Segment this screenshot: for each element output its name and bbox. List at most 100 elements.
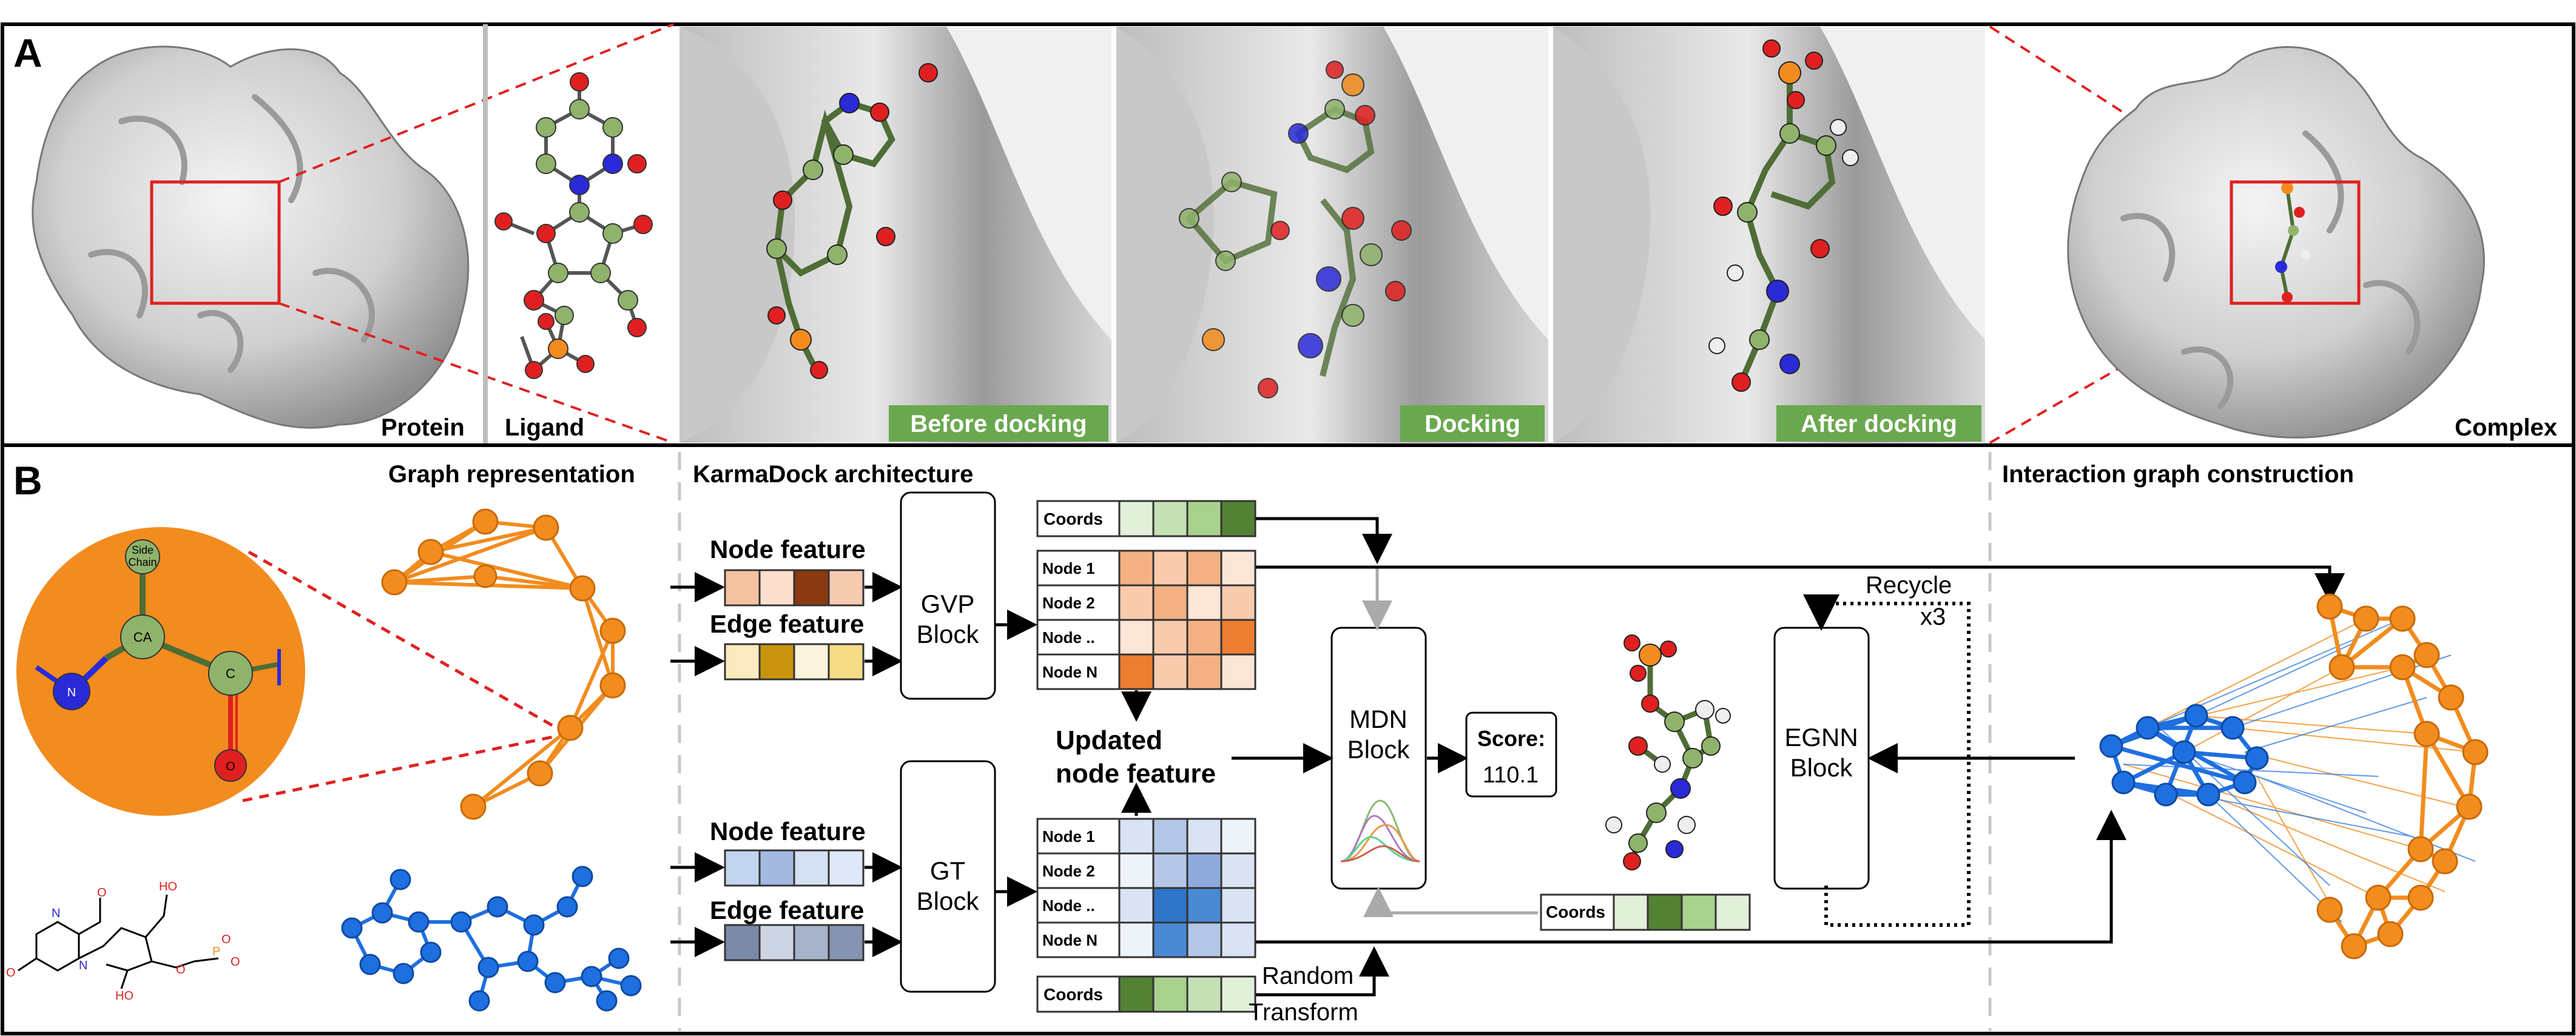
updated-node-feature-1: Updated — [1056, 725, 1162, 755]
atom-side-chain-1: Side — [132, 544, 153, 556]
score-value: 110.1 — [1483, 762, 1539, 788]
zoom-line — [278, 23, 674, 183]
updated-node-feature-2: node feature — [1056, 759, 1216, 789]
section-interaction-graph: Interaction graph construction — [2002, 461, 2354, 488]
label-docking-bg — [1400, 405, 1545, 442]
panel-a-letter: A — [13, 30, 42, 75]
random-transform-2: Transform — [1249, 999, 1358, 1026]
matrix-top-row-4: Node N — [1042, 663, 1097, 681]
panel-b-frame — [1, 443, 2575, 1035]
svg-text:N: N — [52, 907, 60, 920]
node-feature-bar-bottom — [724, 849, 865, 887]
svg-text:HO: HO — [159, 880, 177, 893]
arrow-gray — [1363, 887, 1538, 917]
egnn-block-label-1: EGNN — [1784, 723, 1858, 752]
label-complex: Complex — [2455, 414, 2557, 441]
atom-n: N — [67, 686, 76, 699]
label-after: After docking — [1801, 411, 1957, 437]
arrow — [1256, 946, 1389, 997]
svg-text:N: N — [79, 959, 87, 972]
egnn-block-label-2: Block — [1790, 753, 1853, 782]
gt-block — [900, 760, 996, 993]
protein-surface — [32, 45, 470, 429]
label-edge-feature-top: Edge feature — [710, 610, 864, 638]
score-box — [1465, 711, 1557, 798]
gt-block-label-2: Block — [917, 887, 980, 915]
section-karmadock-architecture: KarmaDock architecture — [693, 461, 973, 488]
svg-text:O: O — [231, 955, 240, 969]
node-feature-bar-top — [724, 569, 865, 607]
complex-pocket-box — [2230, 180, 2361, 305]
matrix-top-row-2: Node 2 — [1042, 594, 1095, 612]
atom-ca: CA — [133, 630, 152, 645]
svg-text:P: P — [212, 945, 220, 958]
section-graph-representation: Graph representation — [388, 461, 635, 488]
gvp-block-label-2: Block — [917, 620, 980, 648]
protein-pocket-box — [150, 180, 281, 305]
mdn-distribution-curves — [1340, 799, 1420, 863]
random-transform-1: Random — [1262, 963, 1354, 989]
score-label: Score: — [1477, 726, 1545, 751]
matrix-top-row-3: Node .. — [1042, 628, 1095, 647]
coords-label-bottom: Coords — [1044, 985, 1103, 1004]
label-after-bg — [1776, 405, 1981, 442]
node-matrix-bottom — [1036, 818, 1256, 958]
zoom-line — [278, 302, 674, 444]
matrix-bottom-row-1: Node 1 — [1042, 827, 1095, 846]
label-node-feature-top: Node feature — [710, 535, 866, 563]
docked-pose — [1605, 634, 1731, 870]
docking-image-docking: Docking — [1116, 27, 1548, 443]
atom-c: C — [226, 666, 235, 681]
arrow — [1256, 517, 1392, 564]
panel-b-letter: B — [13, 458, 42, 503]
coords-bar-mid — [1540, 893, 1751, 931]
gt-block-label-1: GT — [930, 856, 965, 885]
complex-surface — [2067, 46, 2485, 439]
matrix-bottom-row-4: Node N — [1042, 931, 1097, 949]
coords-label-top: Coords — [1044, 510, 1103, 528]
label-node-feature-bottom: Node feature — [710, 817, 866, 846]
svg-text:O: O — [97, 886, 107, 900]
coords-bar-bottom — [1036, 975, 1256, 1013]
zoom-line — [1989, 302, 2233, 444]
recycle-label: Recycle — [1866, 572, 1952, 599]
ligand-graph — [341, 866, 642, 1012]
ligand-atoms — [494, 72, 653, 379]
label-protein: Protein — [381, 414, 465, 441]
gvp-block — [900, 491, 996, 700]
arrow — [1256, 565, 2345, 604]
docking-image-after: After docking — [1553, 27, 1985, 443]
label-before-bg — [889, 405, 1108, 442]
label-ligand: Ligand — [505, 414, 584, 441]
svg-text:O: O — [221, 933, 231, 946]
ligand-2d-structure — [18, 894, 219, 989]
edge-feature-bar-top — [724, 643, 865, 681]
mdn-block-label-2: Block — [1347, 735, 1411, 764]
recycle-loop — [1803, 594, 1971, 927]
docking-image-before: Before docking — [679, 27, 1111, 443]
zoom-line — [242, 732, 568, 802]
gvp-block-label-1: GVP — [921, 590, 975, 618]
residue-illustration: Side Chain CA C N O — [16, 527, 305, 816]
edge-feature-bar-bottom — [724, 924, 865, 961]
label-docking: Docking — [1425, 411, 1520, 437]
label-edge-feature-bottom: Edge feature — [710, 896, 864, 924]
label-before: Before docking — [910, 411, 1087, 437]
arrow — [1256, 810, 2126, 944]
node-matrix-top — [1036, 550, 1256, 690]
matrix-bottom-row-2: Node 2 — [1042, 862, 1095, 880]
interaction-graph — [2099, 593, 2489, 960]
atom-side-chain-2: Chain — [128, 556, 157, 568]
matrix-top-row-1: Node 1 — [1042, 559, 1095, 577]
mdn-block-label-1: MDN — [1349, 705, 1408, 733]
coords-label-mid: Coords — [1546, 903, 1605, 921]
svg-text:HO: HO — [115, 989, 133, 1003]
atom-o: O — [226, 760, 235, 773]
matrix-bottom-row-3: Node .. — [1042, 896, 1095, 915]
svg-text:O: O — [176, 963, 186, 977]
ligand-2d-atoms: NO NHO HOO PO OO — [6, 880, 240, 1003]
recycle-count: x3 — [1920, 604, 1946, 630]
protein-graph — [381, 508, 626, 820]
coords-bar-top — [1036, 500, 1256, 537]
